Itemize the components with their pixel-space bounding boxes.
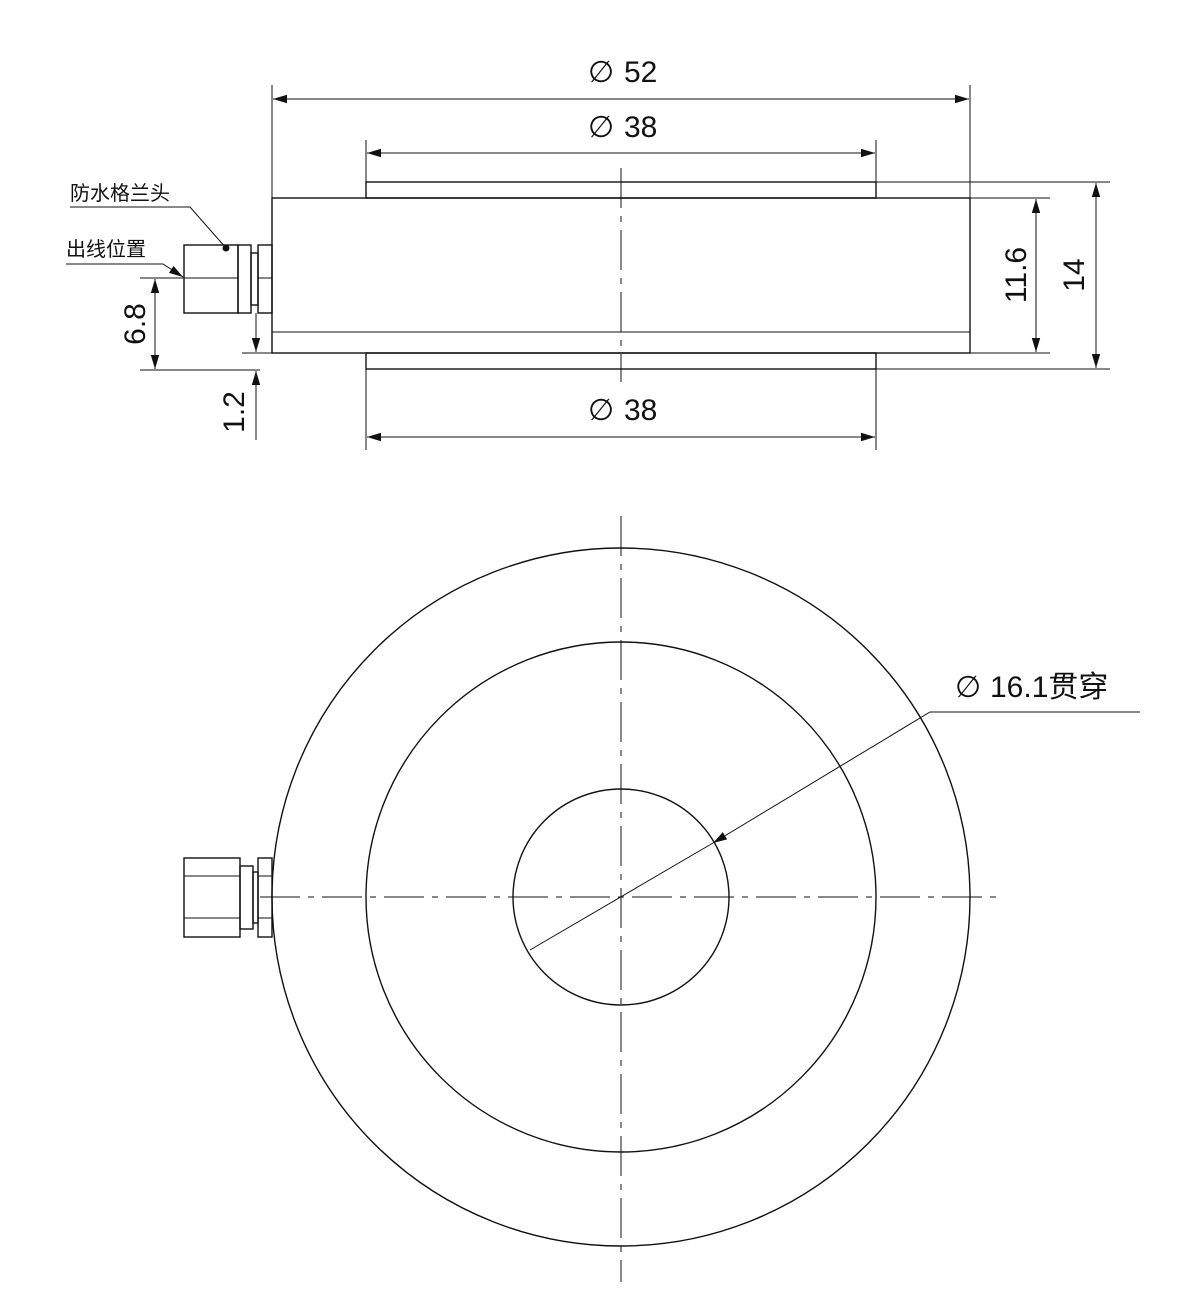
- cable-gland-top: [183, 857, 273, 938]
- dimension-cable-height: 6.8 1.2: [119, 277, 272, 440]
- dimension-top-diameter: ∅ 38: [365, 111, 877, 182]
- dim-text: 52: [624, 56, 657, 89]
- callouts: 防水格兰头 出线位置: [66, 181, 227, 278]
- diameter-symbol: ∅: [588, 111, 614, 144]
- dimension-outer-diameter: ∅ 52: [271, 56, 971, 198]
- gland-label: 防水格兰头: [70, 181, 170, 205]
- diameter-symbol: ∅: [588, 56, 614, 89]
- cable-gland-side: [183, 244, 273, 314]
- dim-text: 11.6: [1000, 247, 1033, 303]
- hole-label: 16.1贯穿: [990, 671, 1108, 704]
- top-view: ∅ 16.1贯穿: [183, 516, 1140, 1282]
- dim-text: 6.8: [119, 303, 152, 345]
- dim-text: 14: [1058, 258, 1091, 291]
- dimension-bottom-diameter: ∅ 38: [365, 369, 877, 450]
- leader-line: [529, 842, 714, 951]
- side-view: ∅ 52 ∅ 38 ∅ 38 11.6 14 防水格兰头 出线位置: [66, 56, 1110, 450]
- diameter-symbol: ∅: [588, 394, 614, 427]
- dim-text: 38: [624, 111, 657, 144]
- dimension-heights: 11.6 14: [876, 181, 1110, 370]
- dim-text: 38: [624, 394, 657, 427]
- dim-text: 1.2: [218, 391, 251, 433]
- cable-exit-label: 出线位置: [66, 237, 146, 261]
- diameter-symbol: ∅: [955, 671, 981, 704]
